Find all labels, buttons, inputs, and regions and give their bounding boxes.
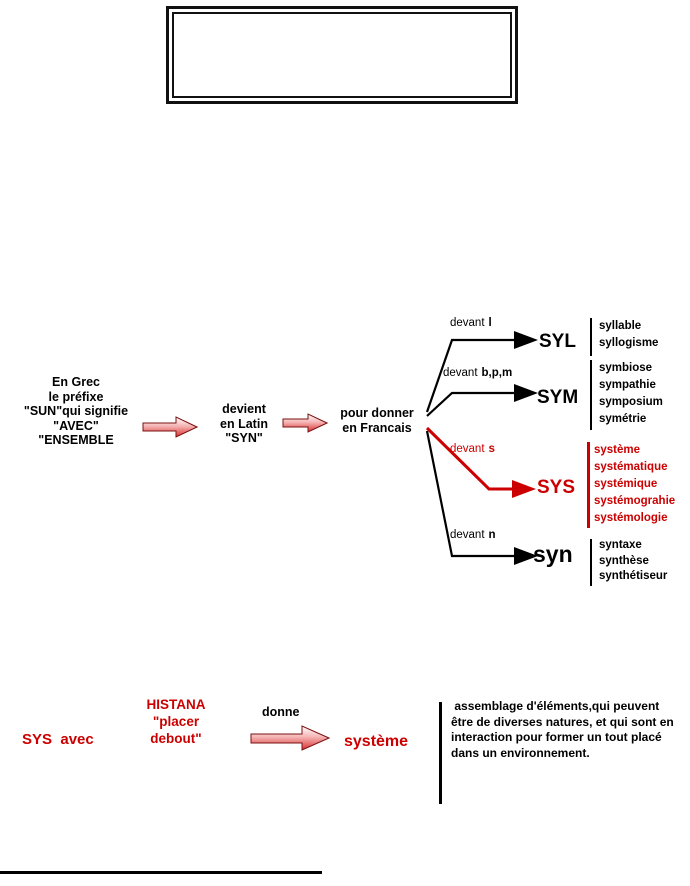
text-line: syllogisme	[599, 337, 659, 349]
examples-sys: système systématique systémique systémograh…	[594, 442, 675, 527]
title-box	[166, 6, 518, 104]
arrow-icon-greek-to-latin	[142, 416, 198, 438]
text-line: le préfixe	[48, 389, 104, 404]
condition-letters: l	[488, 317, 492, 329]
examples-sym: symbiose sympathie symposium symétrie	[599, 360, 663, 428]
condition-word: devant	[450, 317, 485, 329]
histana-text: HISTANA "placer debout"	[128, 696, 224, 747]
arrow-icon-donne	[250, 725, 330, 751]
text-line: symbiose	[599, 362, 653, 374]
text-line: "ENSEMBLE	[38, 433, 114, 447]
text-line: En Grec	[52, 375, 100, 389]
prefix-sys: SYS	[537, 477, 576, 498]
text-line: synthèse	[599, 554, 649, 567]
text-line: "SUN"qui signifie	[23, 404, 129, 418]
condition-word: devant	[450, 529, 485, 541]
divider-syn	[590, 539, 592, 586]
text-line: symétrie	[599, 413, 647, 425]
text-line: en Francais	[342, 420, 412, 435]
arrow-icon-latin-to-french	[282, 413, 328, 433]
condition-letters: n	[488, 529, 496, 541]
text-line: systémograhie	[594, 495, 676, 507]
text-line: "SYN"	[225, 431, 263, 445]
definition-text: assemblage d'éléments,qui peuvent être d…	[451, 699, 678, 760]
text-line: "placer	[152, 714, 200, 729]
prefix-sym: SYM	[537, 387, 579, 408]
text-line: systématique	[594, 461, 668, 473]
text-line: pour donner	[340, 406, 414, 420]
title-box-inner	[172, 12, 512, 98]
examples-syl: syllable syllogisme	[599, 318, 658, 352]
condition-word: devant	[450, 443, 485, 455]
bottom-rule	[0, 871, 322, 874]
text-line: "AVEC"	[53, 418, 99, 433]
text-line: système	[594, 444, 641, 456]
sys-avec-label: SYS avec	[22, 731, 94, 748]
condition-word: devant	[443, 367, 478, 379]
text-line: HISTANA	[146, 697, 206, 712]
text-line: debout"	[150, 731, 202, 746]
text-line: symposium	[599, 396, 663, 408]
examples-syn: syntaxe synthèse synthétiseur	[599, 538, 667, 585]
prefix-syl: SYL	[539, 331, 576, 352]
divider-sym	[590, 360, 592, 430]
text-line: devient	[222, 402, 266, 416]
prefix-syn: syn	[533, 541, 573, 567]
text-line: synthétiseur	[599, 570, 668, 582]
condition-letters: s	[488, 443, 495, 455]
systeme-result: système	[344, 733, 409, 750]
text-line: en Latin	[220, 416, 268, 431]
condition-letters: b,p,m	[481, 367, 513, 379]
text-line: syllable	[599, 320, 642, 332]
definition-divider	[439, 702, 442, 804]
text-line: systémique	[594, 478, 658, 490]
text-line: sympathie	[599, 379, 656, 391]
divider-syl	[590, 318, 592, 356]
text-line: syntaxe	[599, 539, 642, 551]
donne-label: donne	[262, 705, 300, 719]
divider-sys	[587, 442, 590, 528]
text-line: systémologie	[594, 512, 668, 524]
